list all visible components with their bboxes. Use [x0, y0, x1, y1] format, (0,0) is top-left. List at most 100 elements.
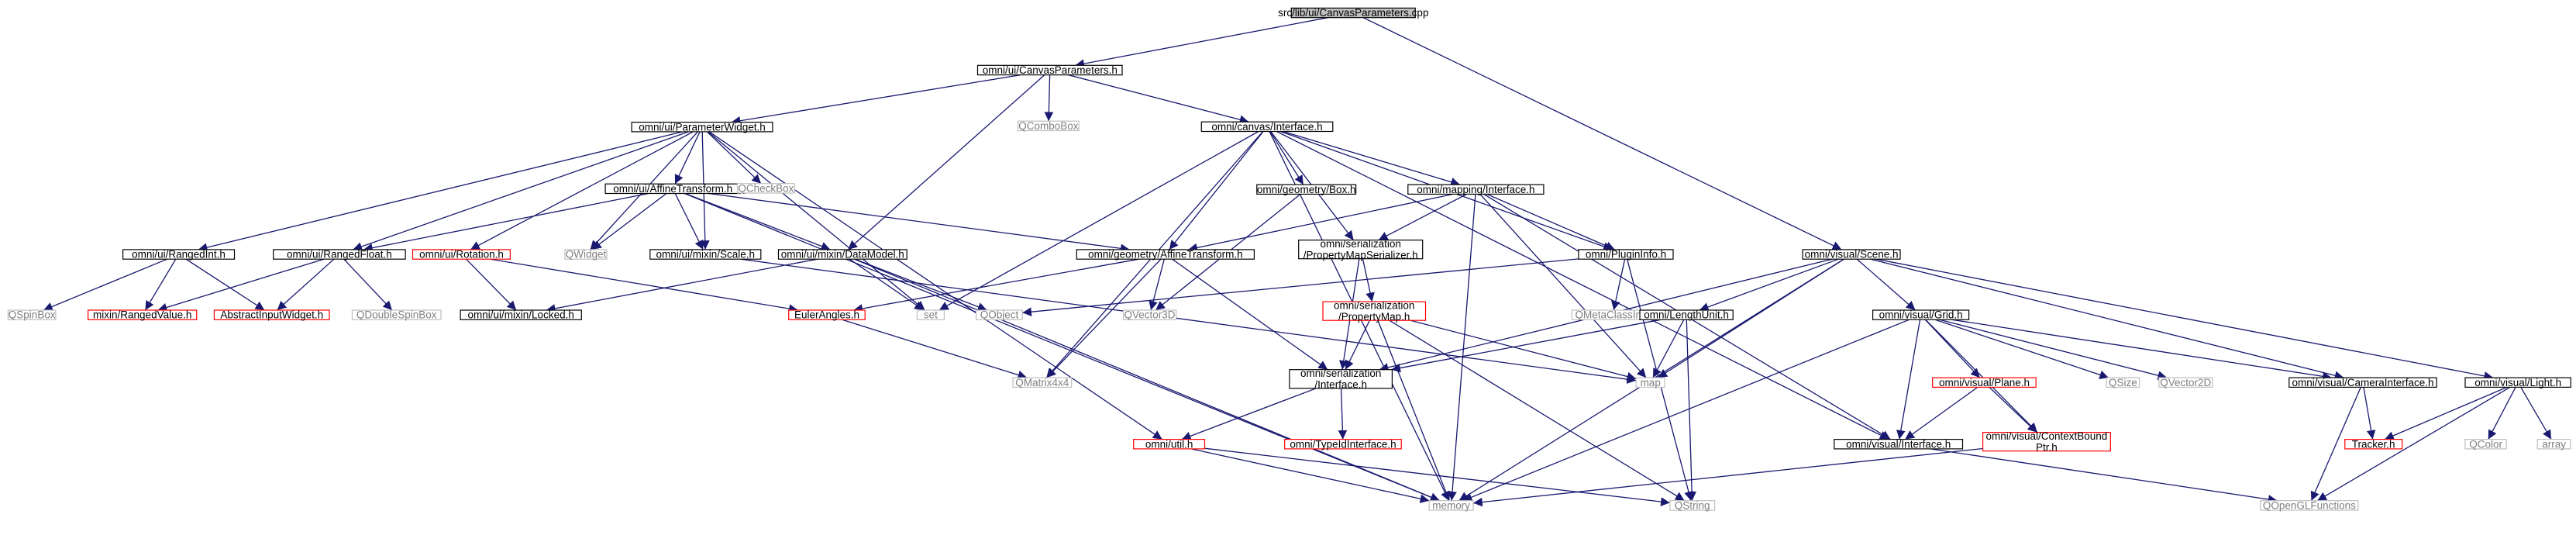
node-label: omni/PluginInfo.h [1586, 249, 1666, 261]
edge-contextboundptr_h-to-memory [1473, 447, 1983, 507]
node-label: omni/serialization [1300, 368, 1381, 379]
node-label: QObject [980, 309, 1019, 321]
edge-affinetransform_ui_h-to-rangedfloat_h [363, 192, 649, 253]
node-propmapserializer_h[interactable]: omni/serialization/PropertyMapSerializer… [1298, 238, 1424, 261]
node-util_h[interactable]: omni/util.h [1133, 438, 1206, 450]
node-plugininfo_h[interactable]: omni/PluginInfo.h [1578, 249, 1674, 261]
node-label: omni/serialization [1334, 299, 1414, 311]
node-typeidinterface_h[interactable]: omni/TypeIdInterface.h [1284, 438, 1402, 450]
node-box [351, 309, 442, 320]
node-visual_plane_h[interactable]: omni/visual/Plane.h [1932, 377, 2037, 388]
node-mapping_interface_h[interactable]: omni/mapping/Interface.h [1407, 184, 1545, 195]
edge-visual_plane_h-to-visual_interface_h [1904, 386, 1978, 440]
node-qsize: QSize [2106, 377, 2140, 388]
node-lengthunit_h[interactable]: omni/LengthUnit.h [1639, 309, 1734, 321]
edge-propertymap_h-to-qstring [1389, 319, 1685, 502]
node-label: set [924, 309, 938, 321]
node-label: /PropertyMapSerializer.h [1303, 249, 1418, 261]
node-qspinbox: QSpinBox [7, 309, 57, 321]
node-geometry_box_h[interactable]: omni/geometry/Box.h [1256, 184, 1357, 195]
node-rotation_h[interactable]: omni/ui/Rotation.h [412, 249, 511, 261]
node-visual_interface_h[interactable]: omni/visual/Interface.h [1834, 438, 1964, 450]
node-mixin_scale_h[interactable]: omni/ui/mixin/Scale.h [649, 249, 762, 261]
node-box [1290, 7, 1416, 19]
edge-visual_grid_h-to-visual_plane_h [1924, 319, 1981, 378]
node-camerainterface_h[interactable]: omni/visual/CameraInterface.h [2288, 377, 2437, 388]
node-serialization_interface_h[interactable]: omni/serialization/Interface.h [1289, 368, 1393, 391]
node-mixin_locked_h[interactable]: omni/ui/mixin/Locked.h [460, 309, 582, 321]
node-label: omni/canvas/Interface.h [1211, 121, 1322, 133]
edge-plugininfo_h-to-qmetaclassinfo [1611, 259, 1626, 311]
node-geometry_affine_h[interactable]: omni/geometry/AffineTransform.h [1076, 249, 1255, 261]
node-abstractinputwidget_h[interactable]: AbstractInputWidget.h [213, 309, 330, 321]
nodes: src/lib/ui/CanvasParameters.cpp omni/ui/C… [7, 7, 2571, 511]
edge-serialization_interface_h-to-typeidinterface_h [1338, 388, 1348, 440]
node-visual_light_h[interactable]: omni/visual/Light.h [2464, 377, 2571, 388]
node-root[interactable]: src/lib/ui/CanvasParameters.cpp [1278, 7, 1428, 19]
node-box [1932, 377, 2037, 388]
node-box [975, 309, 1023, 320]
edge-visual_scene_h-to-visual_light_h [1875, 258, 2494, 381]
node-visual_grid_h[interactable]: omni/visual/Grid.h [1872, 309, 1970, 321]
node-label: QVector2D [2160, 377, 2211, 388]
node-box [2158, 377, 2213, 388]
node-tracker_h[interactable]: Tracker.h [2344, 438, 2403, 450]
node-box [412, 249, 511, 260]
node-label: omni/ui/mixin/Scale.h [656, 249, 756, 261]
node-label: omni/TypeIdInterface.h [1290, 438, 1396, 450]
node-label: omni/visual/Scene.h [1805, 249, 1899, 261]
node-mixin_rangedvalue_h[interactable]: mixin/RangedValue.h [87, 309, 198, 321]
edge-root-to-visual_scene_h [1362, 17, 1842, 250]
node-label: QDoubleSpinBox [356, 309, 437, 321]
node-box [1076, 249, 1255, 260]
node-box [1284, 438, 1402, 450]
node-qopenglfunctions: QOpenGLFunctions [2260, 499, 2359, 511]
node-box [2106, 377, 2140, 388]
node-mixin_datamodel_h[interactable]: omni/ui/mixin/DataModel.h [777, 249, 907, 261]
node-eulerangles_h[interactable]: EulerAngles.h [788, 309, 866, 321]
node-qmetaclassinfo: QMetaClassInfo [1571, 309, 1655, 321]
node-box [122, 249, 236, 260]
edge-eulerangles_h-to-qmatrix4x4 [842, 319, 1028, 380]
node-map: map [1635, 377, 1665, 388]
edge-camerainterface_h-to-tracker_h [2363, 387, 2376, 440]
edge-mixin_datamodel_h-to-set [849, 258, 925, 311]
node-rangedint_h[interactable]: omni/ui/RangedInt.h [122, 249, 236, 261]
edge-lengthunit_h-to-map [1652, 319, 1685, 378]
edge-canvasparams_h-to-paramwidget_h [731, 74, 1021, 126]
node-propertymap_h[interactable]: omni/serialization/PropertyMap.h [1322, 299, 1427, 323]
node-canvasparams_h[interactable]: omni/ui/CanvasParameters.h [976, 64, 1123, 76]
node-box [916, 309, 945, 320]
edge-affinetransform_ui_h-to-mixin_scale_h [674, 193, 704, 250]
node-box [1298, 240, 1424, 260]
node-label: QSpinBox [9, 309, 56, 321]
node-visual_scene_h[interactable]: omni/visual/Scene.h [1802, 249, 1901, 261]
edge-canvas_interface_h-to-geometry_affine_h [1169, 131, 1264, 250]
node-box [631, 122, 773, 133]
edge-visual_grid_h-to-memory [1462, 319, 1910, 502]
edge-rangedint_h-to-qspinbox [43, 258, 167, 311]
node-box [87, 309, 198, 320]
edge-rangedfloat_h-to-abstractinputwidget_h [277, 258, 335, 311]
node-label: memory [1432, 499, 1470, 511]
node-box [1133, 438, 1206, 450]
node-box [1428, 500, 1474, 511]
node-qvector2d: QVector2D [2158, 377, 2213, 388]
node-rangedfloat_h[interactable]: omni/ui/RangedFloat.h [273, 249, 406, 261]
node-array: array [2536, 438, 2571, 450]
edge-canvas_interface_h-to-geometry_box_h [1269, 131, 1304, 185]
node-affinetransform_ui_h[interactable]: omni/ui/AffineTransform.h [604, 183, 741, 195]
node-box [1669, 500, 1716, 511]
edge-mixin_datamodel_h-to-mixin_locked_h [546, 258, 818, 313]
edge-rangedfloat_h-to-qdoublespinbox [343, 258, 393, 311]
node-paramwidget_h[interactable]: omni/ui/ParameterWidget.h [631, 121, 773, 133]
edge-visual_grid_h-to-visual_interface_h [1896, 319, 1921, 440]
edge-rangedint_h-to-mixin_rangedvalue_h [144, 258, 177, 311]
edge-serialization_interface_h-to-util_h [1181, 388, 1317, 440]
edge-camerainterface_h-to-qopenglfunctions [2310, 387, 2361, 501]
edge-mapping_interface_h-to-geometry_affine_h [1188, 193, 1454, 253]
node-label: omni/ui/mixin/Locked.h [468, 309, 574, 321]
node-canvas_interface_h[interactable]: omni/canvas/Interface.h [1200, 121, 1334, 133]
edge-propertymap_h-to-memory [1377, 320, 1451, 501]
